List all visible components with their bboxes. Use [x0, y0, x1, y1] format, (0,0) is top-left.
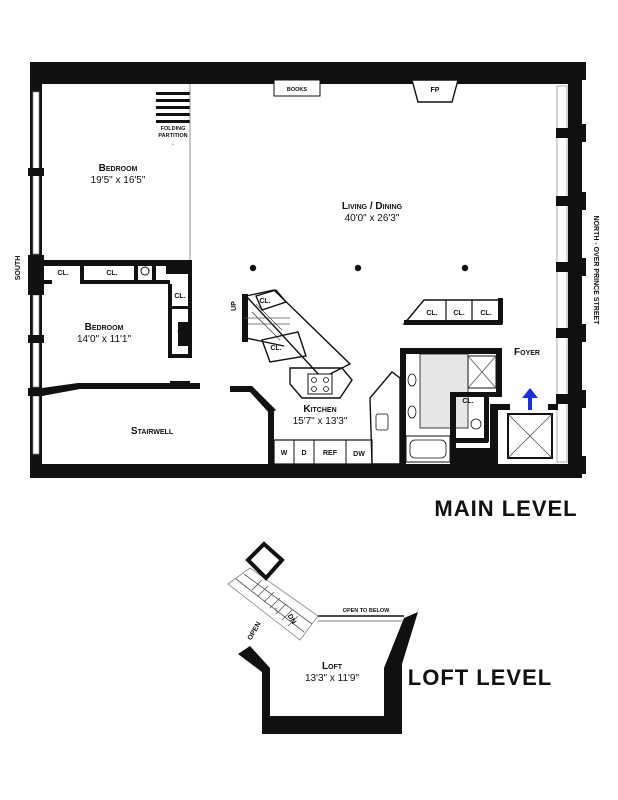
fp-label: FP: [431, 87, 440, 94]
living-closets: [402, 298, 503, 325]
open-label: OPEN: [247, 621, 263, 642]
main-level-plan: [28, 62, 586, 478]
washer-label: W: [281, 450, 288, 457]
closet-label-7: CL.: [426, 310, 437, 317]
books-label: BOOKS: [287, 87, 308, 93]
loft-shaft: [245, 541, 285, 581]
up-label: UP: [231, 301, 238, 311]
kitchen-counter: [369, 371, 401, 465]
dn-arrow: ↑: [274, 607, 278, 614]
bedroom-2-dims: 14'0" x 11'1": [77, 334, 132, 345]
stairwell-name: Stairwell: [131, 426, 174, 437]
living-dims: 40'0" x 26'3": [345, 213, 400, 224]
partition-label-2: PARTITION: [158, 133, 187, 139]
dryer-label: D: [301, 450, 306, 457]
closet-label-5: CL.: [259, 298, 270, 305]
south-label: SOUTH: [15, 256, 22, 281]
north-top-wall: [30, 62, 582, 84]
dn-label: DN: [286, 613, 297, 625]
closet-label-9: CL.: [480, 310, 491, 317]
bedroom-closets: [42, 260, 192, 358]
kitchen-island: [289, 367, 353, 399]
south-windows: [28, 91, 44, 455]
kitchen-dims: 15'7" x 13'3": [293, 416, 348, 427]
bedroom-2-name: Bedroom: [85, 322, 124, 333]
kitchen-stair-block: [242, 289, 352, 379]
open-to-below-label: OPEN TO BELOW: [343, 608, 390, 614]
folding-partition: [156, 92, 190, 123]
bathroom: [400, 348, 502, 464]
loft-level-title: LOFT LEVEL: [408, 665, 552, 690]
dishwasher-label: DW: [353, 451, 365, 458]
partition-arrow: ↓: [172, 141, 175, 147]
loft-stair: [227, 567, 319, 641]
north-label: NORTH - OVER PRINCE STREET: [592, 216, 599, 326]
columns: [249, 264, 469, 272]
loft-dims: 13'3" x 11'9": [305, 673, 360, 684]
closet-label-10: CL.: [462, 398, 473, 405]
bottom-wall: [30, 464, 582, 478]
loft-level-plan: [227, 541, 418, 734]
closet-label-2: CL.: [106, 270, 117, 277]
loft-name: Loft: [322, 661, 343, 672]
bedroom-1-name: Bedroom: [99, 163, 138, 174]
kitchen-appliances: [273, 439, 373, 465]
main-level-title: MAIN LEVEL: [434, 496, 577, 521]
bedroom-1-dims: 19'5" x 16'5": [91, 175, 146, 186]
closet-label-8: CL.: [453, 310, 464, 317]
closet-label-3: CL.: [174, 293, 185, 300]
living-name: Living / Dining: [342, 201, 403, 212]
partition-label-1: FOLDING: [161, 126, 186, 132]
entry-arrow: [522, 388, 538, 410]
closet-label-6: CL.: [270, 345, 281, 352]
elevator: [490, 404, 558, 464]
closet-label-4: CL.: [177, 329, 188, 336]
fireplace: [411, 79, 459, 103]
stairwell-walls: [42, 381, 276, 466]
fridge-label: REF: [323, 450, 338, 457]
north-windows: [556, 62, 586, 474]
foyer-name: Foyer: [514, 347, 540, 358]
books-niche: [273, 79, 321, 97]
closet-label-1: CL.: [57, 270, 68, 277]
kitchen-name: Kitchen: [303, 404, 336, 415]
